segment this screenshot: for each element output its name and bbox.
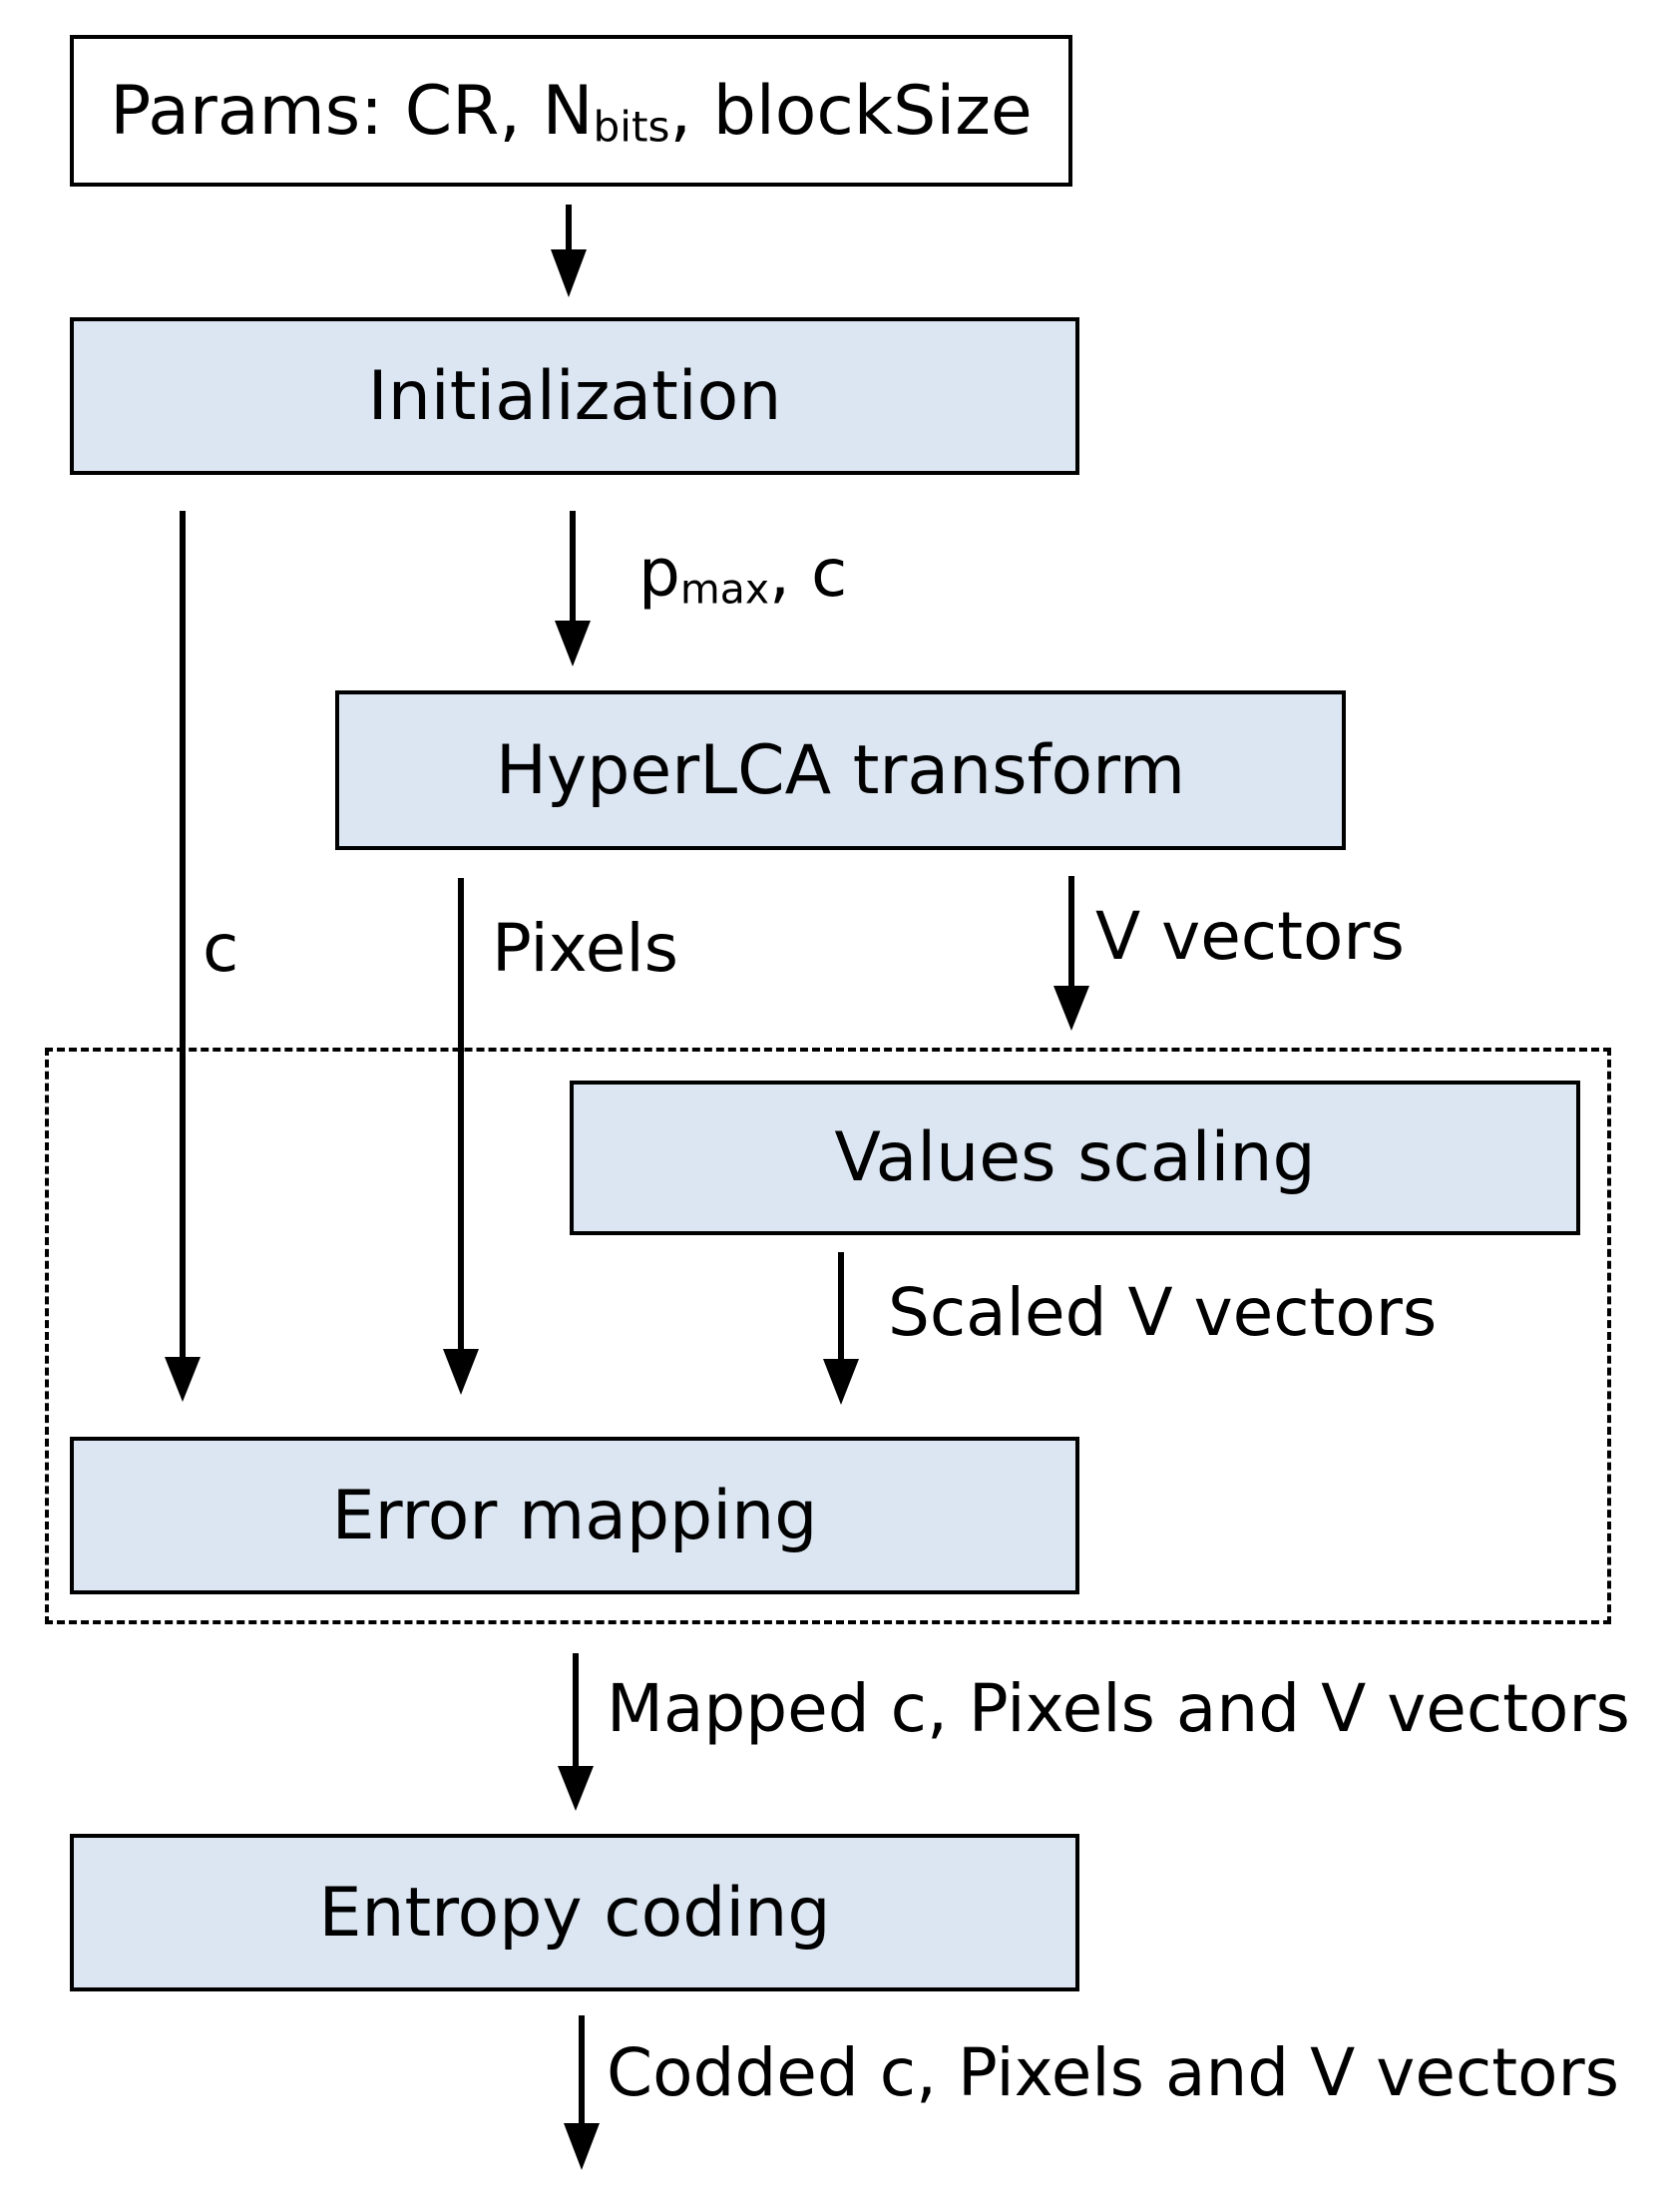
- values-scaling-label: Values scaling: [834, 1118, 1316, 1197]
- codded-label: Codded c, Pixels and V vectors: [607, 2034, 1620, 2111]
- hyperlca-transform-box: HyperLCA transform: [335, 690, 1346, 850]
- initialization-label: Initialization: [367, 356, 782, 436]
- entropy-coding-box: Entropy coding: [70, 1834, 1079, 1991]
- params-box: Params: CR, Nbits, blockSize: [70, 35, 1072, 187]
- arrowhead-entropy-output: [564, 2123, 600, 2170]
- error-mapping-label: Error mapping: [331, 1476, 818, 1555]
- arrowhead-v-vectors: [1053, 986, 1089, 1031]
- arrowhead-pixels: [443, 1349, 479, 1395]
- arrowhead-scaled-v-vectors: [823, 1359, 859, 1405]
- dashed-group-region: [45, 1048, 1611, 1624]
- v-vectors-label: V vectors: [1095, 898, 1405, 975]
- pixels-label: Pixels: [492, 910, 679, 987]
- hyperlca-transform-label: HyperLCA transform: [495, 730, 1186, 810]
- mapped-label: Mapped c, Pixels and V vectors: [607, 1670, 1630, 1747]
- values-scaling-box: Values scaling: [570, 1081, 1580, 1235]
- arrowhead-params-to-init: [551, 249, 587, 297]
- entropy-coding-label: Entropy coding: [318, 1873, 831, 1953]
- pmax-c-label: pmax, c: [638, 535, 848, 614]
- arrowhead-init-to-hyperlca: [555, 621, 591, 666]
- arrowhead-error-mapping-to-entropy: [558, 1766, 594, 1811]
- params-label: Params: CR, Nbits, blockSize: [110, 71, 1033, 152]
- c-label: c: [203, 910, 239, 987]
- arrowhead-c: [165, 1357, 201, 1402]
- error-mapping-box: Error mapping: [70, 1437, 1079, 1594]
- scaled-v-vectors-label: Scaled V vectors: [888, 1274, 1438, 1351]
- initialization-box: Initialization: [70, 317, 1079, 475]
